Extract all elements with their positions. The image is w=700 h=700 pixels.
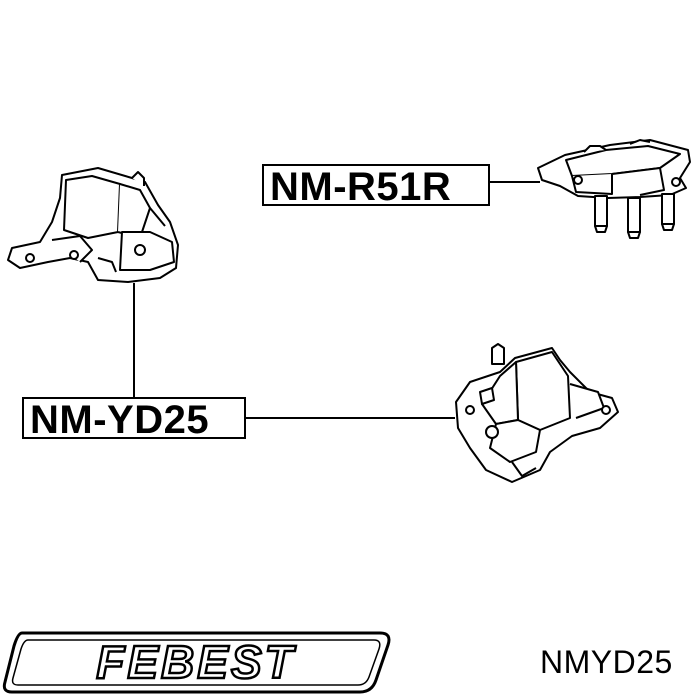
logo-lettering: FEBEST bbox=[96, 636, 296, 688]
part-label-nm-yd25: NM-YD25 bbox=[22, 397, 246, 440]
part-label-nm-r51r: NM-R51R bbox=[262, 164, 490, 207]
part-number: NMYD25 bbox=[540, 644, 673, 680]
engine-mount-bottom-drawing bbox=[455, 343, 619, 483]
febest-logo: FEBEST bbox=[2, 631, 391, 694]
engine-mount-right-drawing bbox=[537, 139, 691, 239]
engine-mount-left-drawing bbox=[7, 167, 179, 283]
